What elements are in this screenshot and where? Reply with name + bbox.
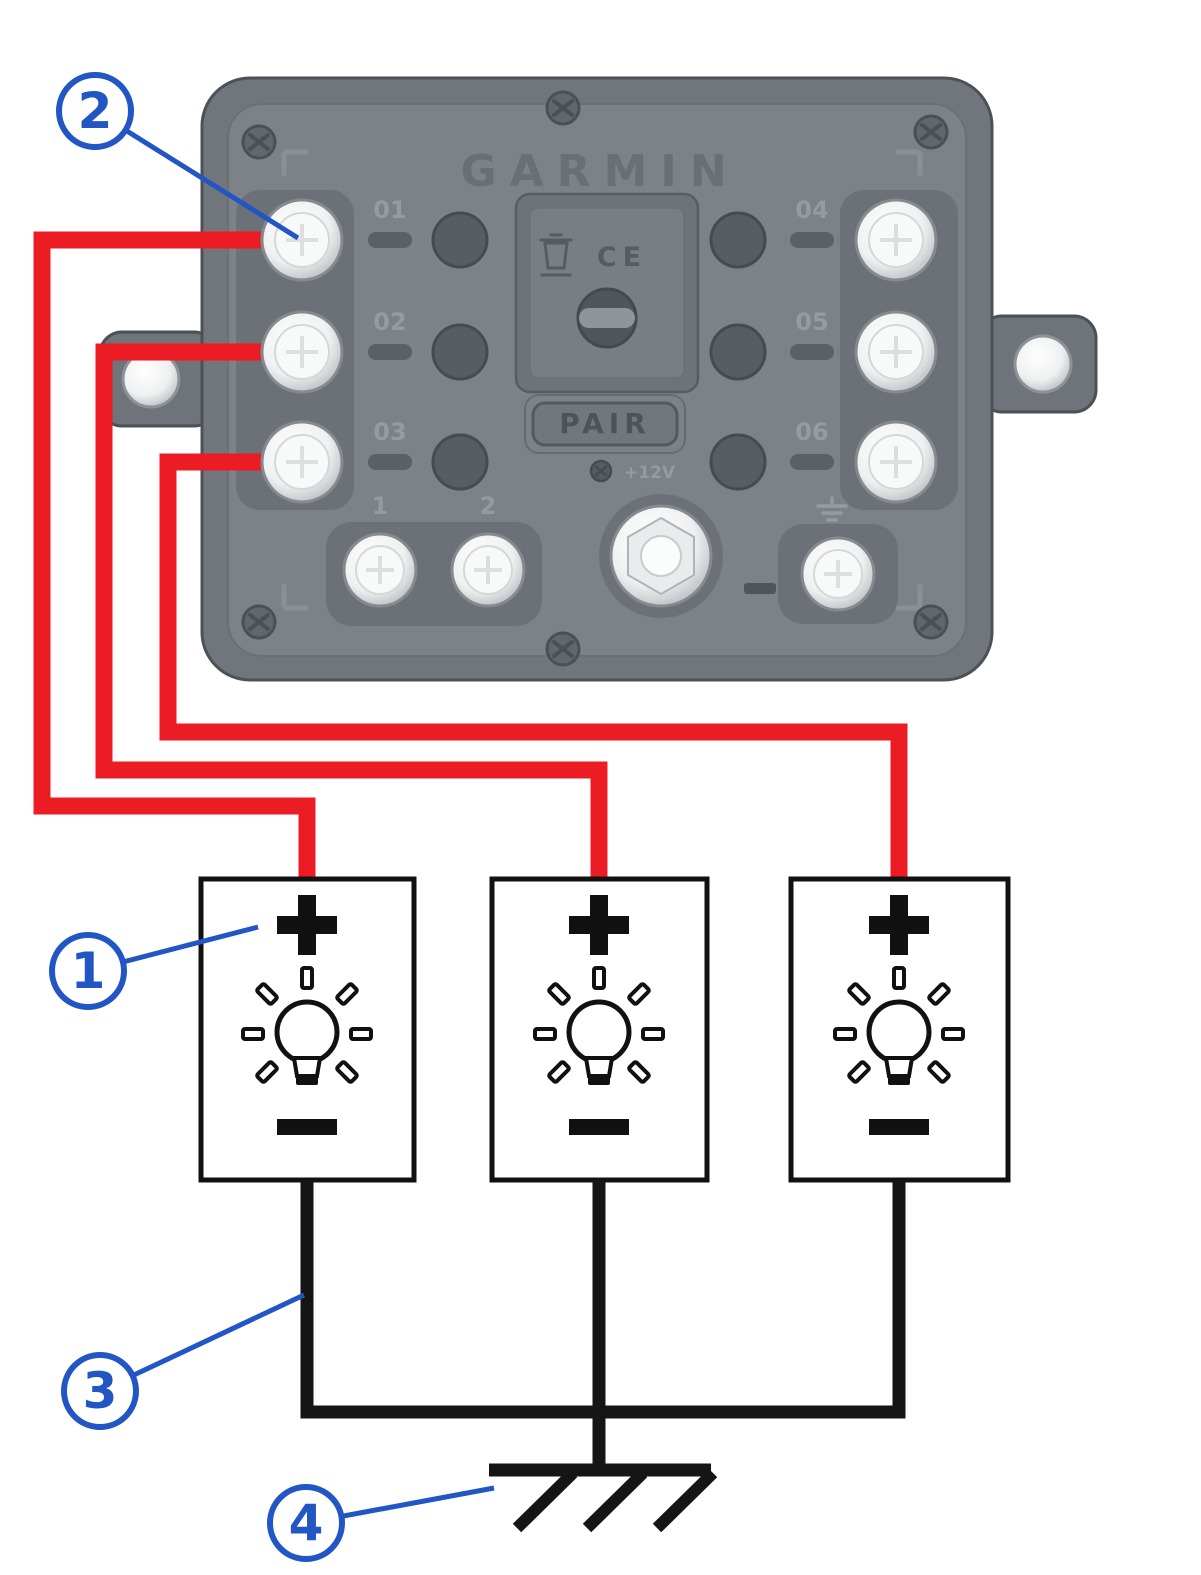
keyhole-icon xyxy=(576,287,638,349)
callout-3: 3 xyxy=(61,1292,306,1430)
output-terminal-05 xyxy=(854,310,938,394)
pair-button: PAIR xyxy=(524,394,686,454)
minus-terminal-icon xyxy=(569,1119,629,1135)
ground-terminal xyxy=(800,536,876,612)
housing-screw-icon xyxy=(545,631,581,667)
power-marking: +12V xyxy=(589,459,676,483)
positive-wires xyxy=(33,231,908,880)
callout-2-circle xyxy=(56,72,134,150)
channel-button-icon xyxy=(709,323,767,381)
minus-terminal-icon xyxy=(869,1119,929,1135)
channel-button-icon xyxy=(431,211,489,269)
accessory-3 xyxy=(788,876,1011,1183)
ce-mark: CE xyxy=(597,242,647,273)
output-channel-labels: 01 02 03 04 05 06 xyxy=(373,196,828,446)
callout-4-number: 4 xyxy=(289,1494,324,1552)
terminal-04-label: 04 xyxy=(795,196,828,224)
callout-2-number: 2 xyxy=(78,82,113,140)
ground-symbol-icon xyxy=(489,1463,718,1533)
brand-logo: GARMIN xyxy=(460,146,739,197)
housing-screw-icon xyxy=(545,90,581,126)
terminal-01-label: 01 xyxy=(373,196,406,224)
aux-terminal-1-label: 1 xyxy=(372,492,389,520)
power-stud xyxy=(609,504,713,608)
output-terminal-01 xyxy=(260,198,344,282)
accessory-1 xyxy=(198,876,417,1183)
terminal-02-label: 02 xyxy=(373,308,406,336)
channel-button-icon xyxy=(709,433,767,491)
negative-marking xyxy=(744,583,776,594)
callout-1-circle xyxy=(49,932,127,1010)
output-terminal-03 xyxy=(260,420,344,504)
powerswitch-device: GARMIN 01 02 03 04 05 06 xyxy=(98,76,1098,682)
channel-button-icon xyxy=(431,433,489,491)
housing-screw-icon xyxy=(913,114,949,150)
aux-terminal-2-label: 2 xyxy=(480,492,497,520)
callout-1-number: 1 xyxy=(71,942,106,1000)
mounting-ear-right xyxy=(978,314,1098,414)
callout-4: 4 xyxy=(267,1484,495,1562)
terminal-06-label: 06 xyxy=(795,418,828,446)
terminal-03-label: 03 xyxy=(373,418,406,446)
output-terminal-02 xyxy=(260,310,344,394)
callout-3-circle xyxy=(61,1352,139,1430)
mounting-hole-right xyxy=(1013,334,1073,394)
aux-terminal-2 xyxy=(450,532,526,608)
callout-1: 1 xyxy=(49,924,259,1010)
minus-terminal-icon xyxy=(277,1119,337,1135)
weee-bin-icon xyxy=(539,233,573,277)
callout-4-circle xyxy=(267,1484,345,1562)
corner-etch-marks xyxy=(281,149,923,611)
ground-wires xyxy=(300,1180,906,1470)
positive-wire-1 xyxy=(33,231,316,880)
callout-3-number: 3 xyxy=(83,1362,118,1420)
indicator-slots xyxy=(368,232,834,470)
ground-marking-icon xyxy=(816,496,848,522)
housing-screw-icon xyxy=(913,604,949,640)
callout-2-leader xyxy=(93,108,300,241)
terminal-05-label: 05 xyxy=(795,308,828,336)
housing-screw-icon xyxy=(241,604,277,640)
positive-wire-3 xyxy=(159,453,908,880)
channel-button-icon xyxy=(709,211,767,269)
positive-wire-2 xyxy=(95,343,608,880)
aux-terminal-1 xyxy=(342,532,418,608)
callout-2: 2 xyxy=(56,72,300,241)
center-module: CE xyxy=(514,192,700,394)
output-terminal-06 xyxy=(854,420,938,504)
channel-button-icon xyxy=(431,323,489,381)
pair-button-label: PAIR xyxy=(559,407,651,440)
output-terminal-04 xyxy=(854,198,938,282)
power-label: +12V xyxy=(624,463,676,483)
accessory-2 xyxy=(489,876,710,1183)
housing-screw-icon xyxy=(241,124,277,160)
